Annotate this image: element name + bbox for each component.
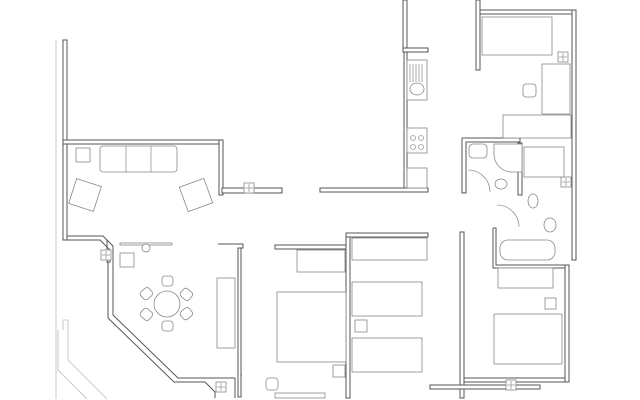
shower [493,143,523,173]
wall-kitchen-left [403,51,408,193]
stove-icon [406,127,428,154]
columns [100,51,572,393]
wall-living-right [218,139,224,196]
living-room [68,145,214,213]
wall-dining-diagonal-inner [106,240,216,398]
chair [139,307,153,321]
sideboard [216,277,236,349]
bathroom-1 [467,143,523,193]
wardrobe [351,237,428,261]
column-icon [100,249,112,261]
door-swing [496,204,520,228]
toilet-icon [527,193,539,209]
wall-bedroom1-right [345,234,351,399]
wardrobe [541,63,571,115]
wall-right-exterior [571,9,577,261]
dining-table [153,290,181,318]
column-icon [560,176,572,188]
wall-living-top [62,139,224,145]
single-bed [351,281,423,317]
walls [62,0,577,399]
stool [265,377,279,391]
kitchen [406,59,428,189]
double-bed [493,313,563,365]
chair [522,83,537,98]
bedroom-3 [493,267,563,365]
bed [481,16,553,56]
wardrobe [497,267,554,289]
wall-bedroom3-right [564,264,570,383]
washbasin-icon [468,143,488,159]
nightstand [544,297,557,310]
wall-bottom-right [429,384,541,390]
side-table [75,147,91,163]
fridge [406,167,428,189]
wall-dining-diagonal-outer [67,235,236,398]
dining-area [119,242,236,349]
single-bed [351,337,423,373]
terrace-edge [57,330,88,400]
terrace-inner-edge [62,319,108,400]
wardrobe [296,249,346,273]
wall-bedroom1-top [274,244,351,250]
bedroom-2 [351,237,428,373]
bedroom-4 [481,16,572,139]
chair [161,320,174,332]
wall-kitchen-top [402,0,408,53]
wall-bedroom2-top [345,232,429,238]
chair [179,287,193,301]
chair [161,275,174,287]
bathroom-2 [496,146,565,261]
desk [274,392,326,399]
wall-corridor-right-top [475,0,481,71]
cabinet [523,146,565,178]
toilet-icon [494,178,508,190]
column-icon [505,379,517,391]
nightstand [332,364,346,378]
chair [179,307,193,321]
column-icon [215,381,227,393]
wall-kitchen-stub [402,47,429,53]
cabinet [119,252,135,268]
chair [139,287,153,301]
bathtub-icon [499,239,556,261]
column-icon [557,51,569,63]
nightstand [354,319,368,333]
washbasin-icon [543,217,557,233]
wall-bedroom4-top [479,9,576,15]
wall-corridor-right-bottom [459,231,465,399]
armchair-right [178,177,214,213]
armchair-left [68,178,102,212]
bedroom-1 [265,249,347,399]
door-swing [467,169,491,193]
desk [502,114,572,139]
wall-dining-right-line [237,247,242,398]
sofa [99,145,178,173]
wall-bedroom3-bottom [463,377,570,383]
wall-kitchen-bottom [319,187,429,193]
double-bed [276,291,347,363]
column-icon [243,182,255,194]
sink-icon [409,82,425,96]
